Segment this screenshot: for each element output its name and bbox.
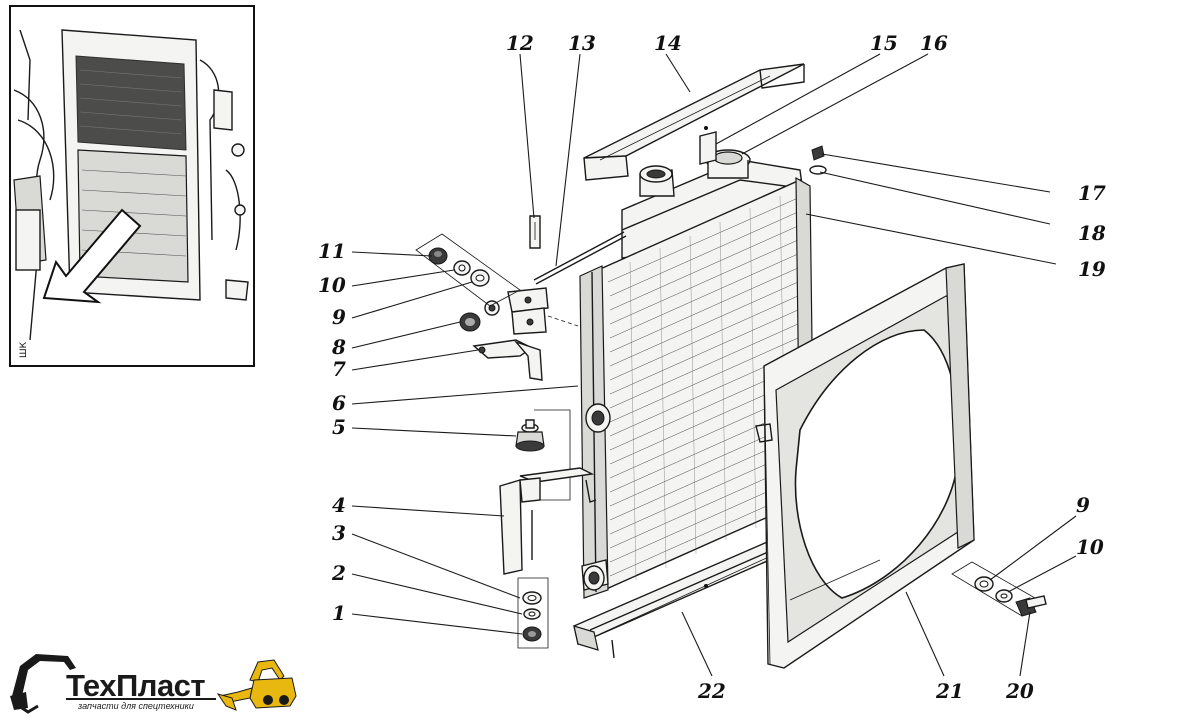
callout-2: 2 [331, 561, 346, 585]
callout-7: 7 [332, 357, 346, 381]
lower-mount-assembly [499, 409, 597, 649]
callout-6: 6 [332, 391, 346, 415]
installation-inset: ШК [9, 5, 255, 367]
callout-9-right: 9 [1076, 493, 1090, 517]
callout-17: 17 [1078, 181, 1106, 205]
callout-19: 19 [1078, 257, 1106, 281]
callout-12: 12 [506, 31, 534, 55]
callout-5: 5 [332, 415, 346, 439]
callout-21: 21 [935, 679, 964, 703]
inset-corner-code: ШК [19, 341, 29, 358]
callout-8: 8 [331, 335, 346, 359]
techplast-logo: ТехПласт запчасти для спецтехники [6, 646, 306, 718]
tie-rod [484, 215, 627, 335]
airflow-arrow-icon [42, 208, 142, 304]
top-mounting-bracket [583, 63, 805, 181]
callout-14: 14 [654, 31, 682, 55]
callout-22: 22 [697, 679, 726, 703]
callout-9-left: 9 [332, 305, 346, 329]
callout-4: 4 [332, 493, 346, 517]
callout-15: 15 [870, 31, 898, 55]
callout-3: 3 [332, 521, 346, 545]
leader-lines [351, 53, 1077, 677]
fan-shroud [755, 263, 975, 669]
logo-tagline: запчасти для спецтехники [78, 701, 194, 711]
logo-brand-name: ТехПласт [66, 668, 206, 703]
callout-11: 11 [318, 239, 346, 263]
callout-1: 1 [332, 601, 346, 625]
callout-20: 20 [1005, 679, 1034, 703]
excavator-logo-icon [10, 654, 297, 714]
right-hardware-group [951, 561, 1047, 617]
callout-10-left: 10 [318, 273, 346, 297]
left-hardware-group-upper [415, 233, 521, 307]
callout-13: 13 [568, 31, 596, 55]
callout-16: 16 [920, 31, 948, 55]
callout-18: 18 [1078, 221, 1106, 245]
bushing-and-arm [459, 312, 543, 381]
callout-10-right: 10 [1076, 535, 1104, 559]
callout-labels: 1 2 3 4 5 6 7 8 9 10 11 12 13 14 15 16 1… [318, 31, 1106, 703]
